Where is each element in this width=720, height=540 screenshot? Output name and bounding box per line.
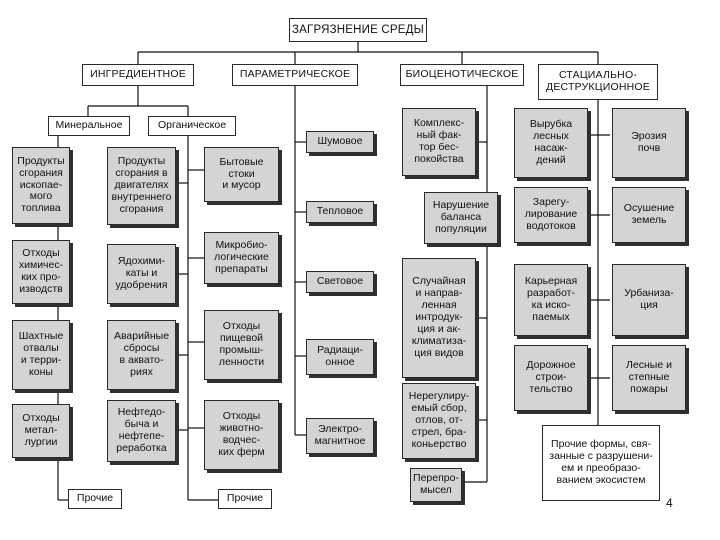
parametric-item: Радиаци- онное [306,339,374,375]
organic-item: Отходы пищевой промыш- ленности [204,310,279,380]
page-number: 4 [666,496,673,510]
root-node: ЗАГРЯЗНЕНИЕ СРЕДЫ [289,18,427,42]
biocenotic-item: Комплекс- ный фак- тор бес- покойства [402,108,476,176]
biocenotic-item: Перепро- мысел [410,468,462,502]
organic-item: Нефтедо- быча и нефтепе- реработка [107,400,176,462]
mineral-item: Продукты сгорания ископае- мого топлива [12,147,70,224]
stational-item: Лесные и степные пожары [612,345,686,411]
organic-item: Отходы животно- водчес- ких ферм [204,400,279,470]
category-biocenotic: БИОЦЕНОТИЧЕСКОЕ [400,64,524,86]
mineral-item: Шахтные отвалы и терри- коны [12,320,70,390]
organic-item: Аварийные сбросы в аквато- риях [107,320,176,390]
subcategory-mineral: Минеральное [48,116,130,136]
parametric-item: Электро- магнитное [306,418,374,454]
organic-item: Бытовые стоки и мусор [204,147,279,202]
category-ingredient: ИНГРЕДИЕНТНОЕ [82,64,194,86]
category-stational-destruction: СТАЦИАЛЬНО- ДЕСТРУКЦИОННОЕ [538,64,658,100]
stational-item: Зарегу- лирование водотоков [514,187,588,243]
organic-other: Прочие [218,489,272,509]
subcategory-organic: Органическое [148,116,236,136]
mineral-item: Отходы метал- лургии [12,404,70,458]
parametric-item: Световое [306,271,374,293]
stational-other: Прочие формы, свя- занные с разрушени- е… [542,425,660,501]
parametric-item: Шумовое [306,131,374,153]
parametric-item: Тепловое [306,201,374,223]
stational-item: Эрозия почв [612,108,686,178]
stational-item: Вырубка лесных насаж- дений [514,108,588,178]
category-parametric: ПАРАМЕТРИЧЕСКОЕ [232,64,358,86]
organic-item: Продукты сгорания в двигателях внутренне… [107,147,176,225]
biocenotic-item: Нарушение баланса популяции [424,192,498,244]
organic-item: Микробио- логические препараты [204,232,279,284]
mineral-item: Отходы химичес- ких про- изводств [12,240,70,304]
mineral-other: Прочие [68,489,122,509]
stational-item: Карьерная разработ- ка иско- паемых [514,264,588,336]
stational-item: Осушение земель [612,187,686,243]
biocenotic-item: Случайная и направ- ленная интродук- ция… [402,258,476,378]
biocenotic-item: Нерегулиру- емый сбор, отлов, от- стрел,… [402,383,476,459]
stational-item: Дорожное строи- тельство [514,345,588,411]
stational-item: Урбаниза- ция [612,264,686,336]
organic-item: Ядохими- каты и удобрения [107,244,176,304]
